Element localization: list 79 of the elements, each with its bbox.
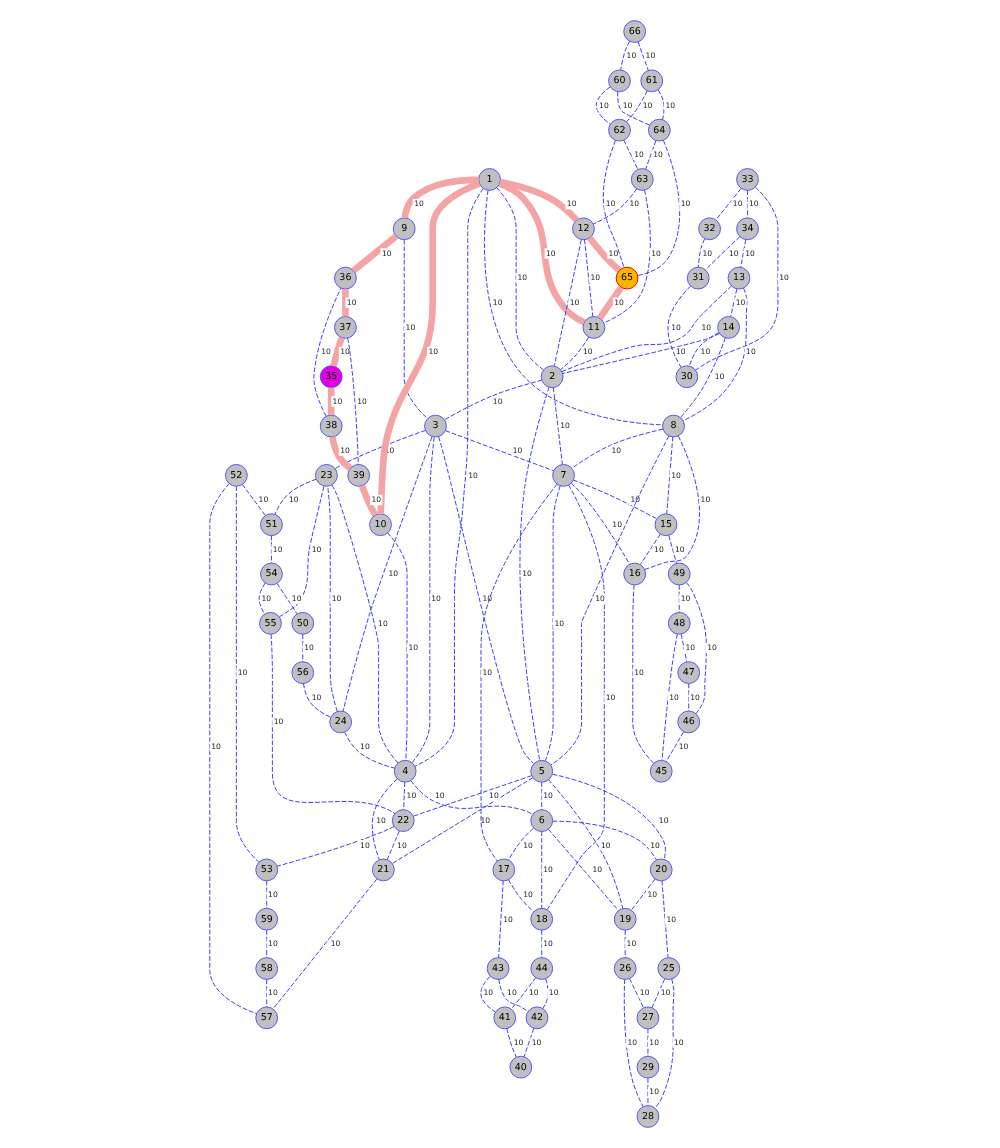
connector [644,435,700,570]
connector [562,333,720,374]
connector [327,387,335,416]
connector [302,633,304,663]
connector [542,978,549,1010]
connector [401,176,479,219]
connector [647,1028,649,1057]
connector [740,239,747,268]
connector [548,779,624,909]
connector [571,428,664,469]
connector [637,41,649,71]
connector [303,683,331,718]
connector [403,781,406,811]
connector [327,486,338,712]
connector [639,533,661,565]
connector [637,139,681,277]
connector [730,288,738,317]
connector [552,820,657,861]
connector [276,826,395,867]
connector [657,89,665,121]
connector [344,731,396,769]
connector [496,187,544,371]
connector [630,878,656,911]
connector [666,436,674,515]
connector [647,1077,649,1106]
connector [668,535,677,564]
connector [584,239,594,317]
connector [266,979,268,1008]
connector [560,336,590,370]
connector [386,830,400,861]
connector [541,831,543,909]
connector [270,535,272,564]
connector [445,430,555,472]
connector [541,781,543,811]
connector [242,484,266,517]
connector [592,188,638,225]
connector [548,828,619,911]
connector [276,583,298,615]
connector [545,485,561,762]
connector [552,387,563,465]
connector [347,337,359,465]
connector [498,180,586,326]
connector [688,683,690,712]
connector [651,978,666,1009]
connector [342,436,433,712]
connector [444,379,543,421]
connector [661,880,669,958]
connector [620,40,630,71]
connector [747,190,748,219]
connector [623,139,639,170]
connector [510,977,537,1010]
connector [498,978,529,1012]
connector [678,584,680,613]
connector [358,484,379,517]
connector [258,582,266,615]
connector [266,929,268,958]
connector [661,633,678,761]
connector [570,482,631,565]
connector [626,90,648,123]
connector [351,233,399,274]
connector [523,1027,535,1058]
connector [680,633,688,663]
connector [572,479,657,520]
connector [629,978,645,1009]
connector [274,478,317,515]
connector [411,436,435,764]
connector [624,929,626,958]
connector [697,238,706,268]
connector [498,880,504,958]
connector [541,929,543,958]
connector [330,337,345,367]
connector [272,878,378,1010]
connector [665,731,684,762]
connector [266,880,268,909]
connector [645,140,657,170]
connector [561,285,732,373]
connector [342,289,349,317]
connector [506,1028,517,1058]
connector [688,332,720,367]
